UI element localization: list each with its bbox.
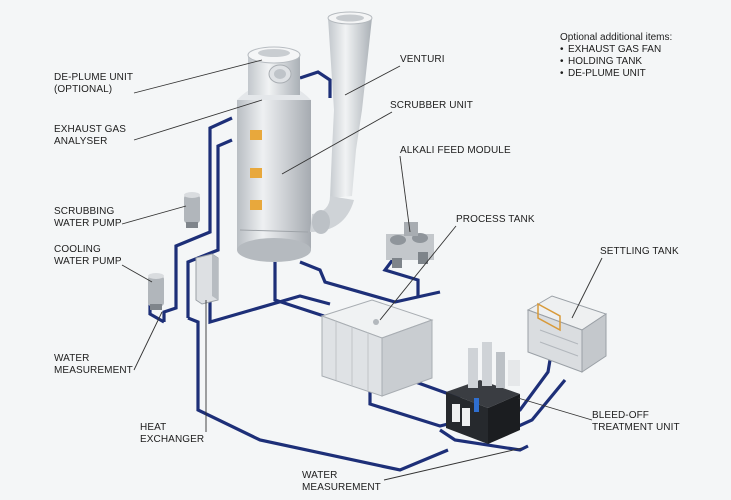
heat-exchanger-graphic (195, 253, 219, 305)
process-tank-graphic (320, 299, 434, 397)
pipe-main-left (273, 262, 331, 320)
leader-settling-tank (571, 257, 603, 319)
bleed-off-unit-graphic (446, 342, 520, 444)
pipe-bleed-out (439, 428, 529, 452)
leader-scrubber-unit (281, 111, 393, 175)
pipe-bottom-loop (368, 392, 449, 428)
alkali-feed-graphic (386, 222, 434, 268)
leader-process-tank (379, 225, 457, 321)
pipe-left-riser-a (162, 116, 233, 322)
pipe-left-riser-b (186, 138, 233, 318)
leader-scrubbing-pump (121, 205, 187, 225)
label-venturi: VENTURI (400, 54, 445, 65)
venturi-graphic (310, 11, 373, 234)
leader-de-plume (133, 59, 263, 94)
inspection-port-2 (250, 168, 262, 178)
pipe-scrubber-base (299, 260, 441, 304)
leader-exhaust-analyser (133, 99, 263, 141)
leader-lines (121, 59, 603, 481)
scrubbing-pump-graphic (184, 192, 200, 228)
leader-bleed-off (517, 397, 593, 421)
optional-items-list: EXHAUST GAS FAN HOLDING TANK DE-PLUME UN… (560, 44, 672, 80)
settling-tank-graphic (526, 295, 608, 373)
leader-water-left (133, 311, 163, 371)
optional-item: EXHAUST GAS FAN (560, 44, 672, 56)
leader-venturi (344, 65, 401, 96)
inspection-port-1 (250, 130, 262, 140)
leader-alkali (399, 155, 411, 233)
optional-items-title: Optional additional items: (560, 32, 673, 43)
label-process-tank: PROCESS TANK (456, 214, 535, 225)
scrubber-unit-graphic (237, 46, 311, 262)
inspection-port-3 (250, 200, 262, 210)
leader-cooling-pump (121, 264, 153, 283)
label-de-plume-unit: DE-PLUME UNIT(OPTIONAL) (54, 72, 134, 95)
pipe-deplume-top (299, 70, 332, 98)
pipe-heat-exchanger (187, 316, 449, 472)
label-settling-tank: SETTLING TANK (600, 246, 679, 257)
cooling-pump-graphic (148, 273, 164, 310)
leader-water-bottom (383, 447, 523, 481)
optional-item: HOLDING TANK (560, 56, 672, 68)
label-alkali-feed-module: ALKALI FEED MODULE (400, 145, 511, 156)
label-scrubber-unit: SCRUBBER UNIT (390, 100, 473, 111)
pipe-hx-return (208, 294, 331, 325)
optional-items-note: Optional additional items: EXHAUST GAS F… (560, 32, 672, 80)
optional-item: DE-PLUME UNIT (560, 68, 672, 80)
